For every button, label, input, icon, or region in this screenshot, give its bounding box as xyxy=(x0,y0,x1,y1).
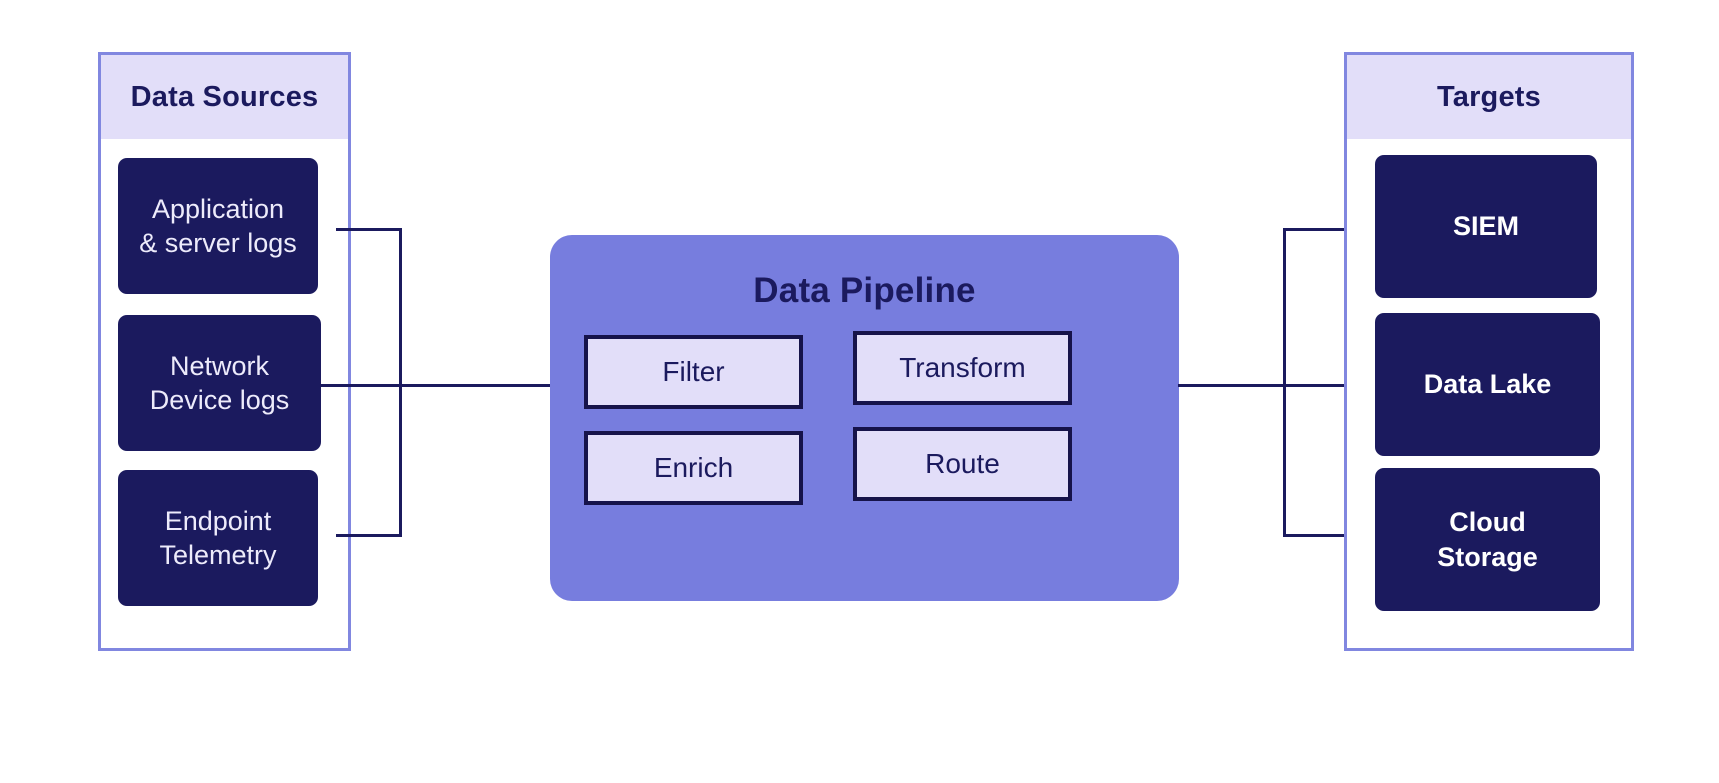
pipeline-stage-filter[interactable]: Filter xyxy=(584,335,803,409)
data-sources-header: Data Sources xyxy=(101,55,348,139)
source-node-line1: Endpoint xyxy=(164,505,272,536)
pipeline-stage-label: Filter xyxy=(662,356,725,387)
connector-pipeline-to-targets xyxy=(1178,384,1285,387)
target-node-cloud-storage[interactable]: Cloud Storage xyxy=(1375,468,1600,611)
source-node-line2: & server logs xyxy=(139,228,297,258)
pipeline-stage-transform[interactable]: Transform xyxy=(853,331,1072,405)
pipeline-stage-label: Route xyxy=(925,448,1000,479)
source-node-network-device-logs[interactable]: Network Device logs xyxy=(118,315,321,451)
pipeline-stage-enrich[interactable]: Enrich xyxy=(584,431,803,505)
connector-target-1-stub xyxy=(1283,228,1375,231)
targets-header: Targets xyxy=(1347,55,1631,139)
target-node-data-lake[interactable]: Data Lake xyxy=(1375,313,1600,456)
source-node-line2: Telemetry xyxy=(159,540,277,570)
source-node-line1: Network xyxy=(169,350,270,381)
pipeline-stage-label: Transform xyxy=(899,352,1026,383)
connector-target-2-stub xyxy=(1283,384,1375,387)
source-node-line1: Application xyxy=(151,193,285,224)
connector-sources-bus xyxy=(399,228,402,537)
target-node-label: Data Lake xyxy=(1423,369,1552,400)
connector-source-1-stub xyxy=(336,228,402,231)
connector-source-3-stub xyxy=(336,534,402,537)
source-node-endpoint-telemetry[interactable]: Endpoint Telemetry xyxy=(118,470,318,606)
connector-sources-to-pipeline xyxy=(399,384,551,387)
target-node-label: SIEM xyxy=(1452,211,1519,242)
connector-targets-bus xyxy=(1283,228,1286,537)
connector-target-3-stub xyxy=(1283,534,1375,537)
pipeline-stage-label: Enrich xyxy=(653,452,734,483)
target-node-siem[interactable]: SIEM xyxy=(1375,155,1597,298)
data-pipeline-title: Data Pipeline xyxy=(753,271,976,310)
connector-source-2-stub xyxy=(320,384,402,387)
source-node-line2: Device logs xyxy=(149,385,290,415)
target-node-line2: Storage xyxy=(1437,541,1538,572)
source-node-application-server-logs[interactable]: Application & server logs xyxy=(118,158,318,294)
data-sources-title: Data Sources xyxy=(130,80,319,113)
targets-title: Targets xyxy=(1436,80,1541,113)
pipeline-stage-route[interactable]: Route xyxy=(853,427,1072,501)
data-pipeline-panel: Data Pipeline Filter Transform Enrich Ro… xyxy=(550,235,1179,601)
target-node-line1: Cloud xyxy=(1449,507,1526,538)
